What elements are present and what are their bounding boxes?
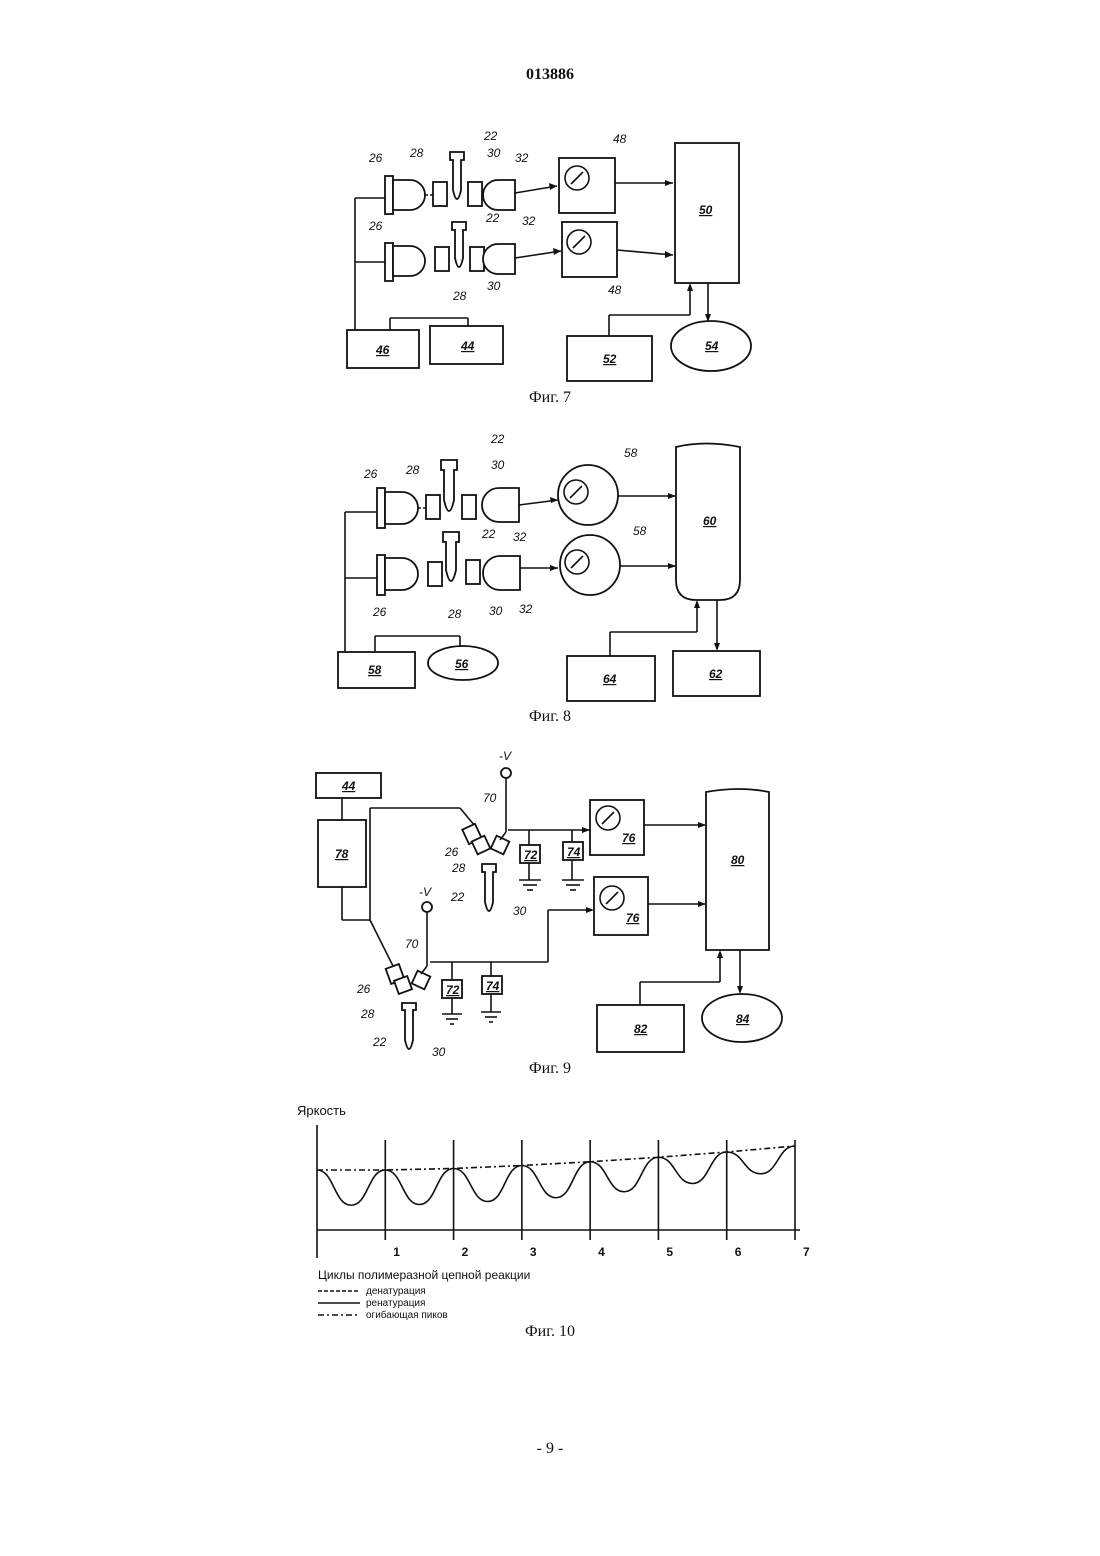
chart-tick-label: 3 [530,1245,537,1259]
legend-label-denaturation: денатурация [366,1286,426,1297]
chart-tick-label: 1 [393,1245,400,1259]
chart-ylabel: Яркость [297,1103,346,1118]
legend-label-envelope: огибающая пиков [366,1309,448,1321]
chart-legend: денатурация ренатурация огибающая пиков [318,1286,448,1321]
fig10-caption: Фиг. 10 [0,1323,1100,1341]
page-footer: - 9 - [0,1440,1100,1458]
chart-tick-label: 2 [462,1245,469,1259]
legend-label-renaturation: ренатурация [366,1298,425,1309]
chart-tick-label: 6 [735,1245,742,1259]
chart-tick-label: 5 [666,1245,673,1259]
chart-xlabel: Циклы полимеразной цепной реакции [318,1268,530,1282]
chart-tick-label: 4 [598,1245,605,1259]
chart-series-envelope [317,1146,795,1170]
chart-tick-label: 7 [803,1245,810,1259]
chart-series-renaturation [317,1146,795,1205]
